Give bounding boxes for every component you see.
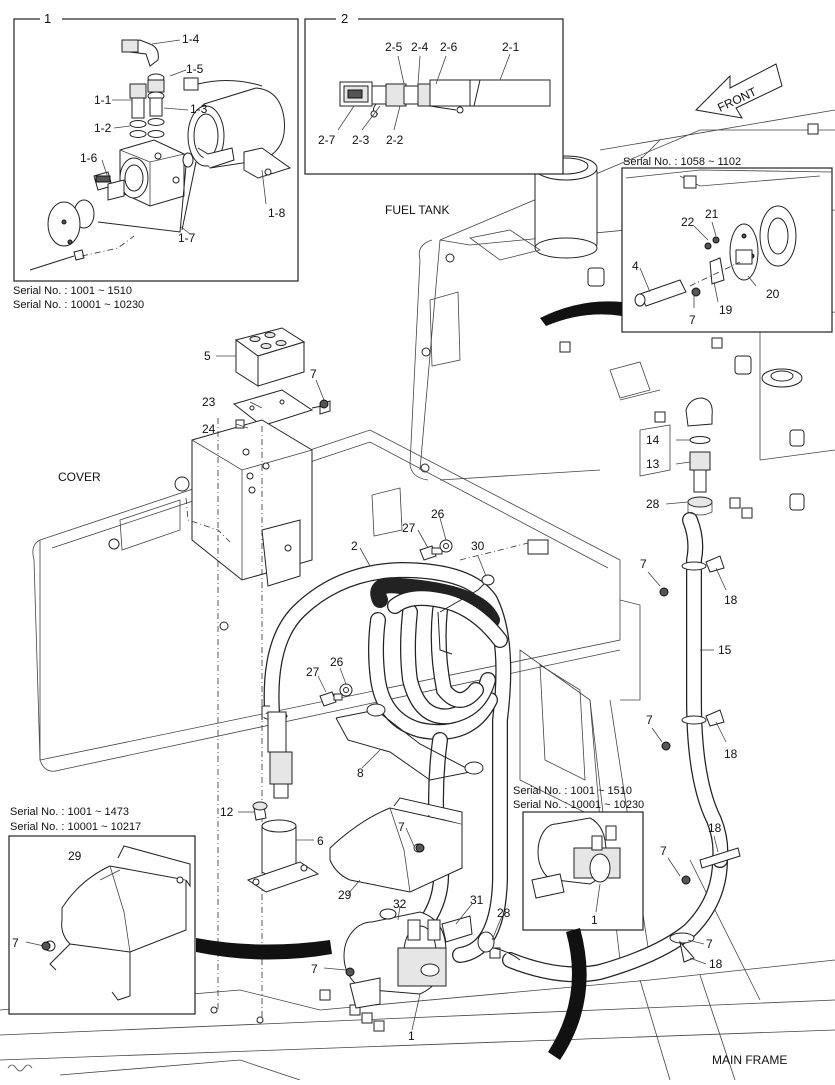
inset-cover-parts (44, 845, 191, 1001)
label-28a: 28 (646, 497, 660, 511)
label-1-6: 1-6 (80, 151, 98, 165)
label-26b: 26 (330, 655, 344, 669)
label-2-1: 2-1 (502, 40, 520, 54)
label-23: 23 (202, 395, 216, 409)
bolts-27-26 (319, 539, 453, 707)
main-frame-label: MAIN FRAME (712, 1053, 787, 1067)
label-18b: 18 (724, 747, 738, 761)
label-1-1: 1-1 (94, 93, 112, 107)
label-5: 5 (204, 349, 211, 363)
inset-cover-labels: Serial No. : 1001 ~ 1473 Serial No. : 10… (10, 806, 141, 950)
label-1-2: 1-2 (94, 121, 112, 135)
label-13: 13 (646, 457, 660, 471)
label-1-3: 1-3 (190, 102, 208, 116)
label-2-3: 2-3 (352, 133, 370, 147)
label-20: 20 (766, 287, 780, 301)
front-arrow-icon (694, 63, 783, 119)
fuel-filter-6 (246, 711, 320, 893)
label-7d: 7 (640, 557, 647, 571)
leader-lines (25, 39, 757, 1031)
label-7-inset: 7 (12, 936, 19, 950)
inset2-labels: 2 2-5 2-4 2-6 2-1 2-7 2-3 2-2 (318, 11, 520, 147)
label-7a: 7 (310, 367, 317, 381)
label-2-2: 2-2 (386, 133, 404, 147)
label-7-tank: 7 (689, 313, 696, 327)
label-2-5: 2-5 (385, 40, 403, 54)
tank-outlet-fittings (685, 397, 713, 516)
label-14: 14 (646, 433, 660, 447)
inset2-title: 2 (341, 11, 348, 26)
label-19: 19 (719, 303, 733, 317)
inset1-serial-2: Serial No. : 10001 ~ 10230 (13, 299, 144, 311)
inset-tank-labels: Serial No. : 1058 ~ 1102 22 21 4 20 7 19 (623, 156, 780, 327)
label-2-7: 2-7 (318, 133, 336, 147)
label-32: 32 (393, 897, 407, 911)
label-1-4: 1-4 (182, 32, 200, 46)
inset-pump-labels: Serial No. : 1001 ~ 1510 Serial No. : 10… (513, 785, 644, 927)
label-1: 1 (408, 1029, 415, 1043)
label-2-6: 2-6 (440, 40, 458, 54)
label-1-inset: 1 (591, 913, 598, 927)
cover-label: COVER (58, 470, 101, 484)
label-18d: 18 (709, 957, 723, 971)
label-1-7: 1-7 (178, 231, 196, 245)
filter-bracket-assembly (174, 327, 331, 1024)
inset1-labels: 1 1-4 1-5 1-1 1-3 1-2 1-6 1-8 1-7 Serial… (13, 11, 286, 311)
label-29-inset: 29 (68, 849, 82, 863)
inset2-hose-exploded (339, 79, 551, 118)
inset1-serial-1: Serial No. : 1001 ~ 1510 (13, 285, 132, 297)
label-28b: 28 (497, 906, 511, 920)
label-2: 2 (351, 539, 358, 553)
label-7g: 7 (706, 937, 713, 951)
label-2-4: 2-4 (411, 40, 429, 54)
label-27a: 27 (402, 521, 416, 535)
label-8: 8 (357, 766, 364, 780)
label-18c: 18 (708, 821, 722, 835)
fuel-tank-label: FUEL TANK (385, 203, 449, 217)
main-frame (0, 699, 835, 1081)
callout-arrows (196, 301, 622, 1060)
label-24: 24 (202, 422, 216, 436)
label-29: 29 (338, 888, 352, 902)
pump-inset-serial-1: Serial No. : 1001 ~ 1510 (513, 785, 632, 797)
hose-bracket-8 (335, 539, 549, 781)
label-15: 15 (718, 643, 732, 657)
part-number-labels: 5 7 23 24 2 27 26 30 27 26 8 12 6 7 29 3… (202, 349, 738, 1043)
cover-panel (32, 429, 641, 821)
tank-inset-serial: Serial No. : 1058 ~ 1102 (623, 156, 741, 168)
label-7e: 7 (646, 713, 653, 727)
inset-tank-frame (621, 167, 833, 333)
label-12: 12 (220, 805, 234, 819)
label-31: 31 (470, 893, 484, 907)
inset-tank-parts (625, 169, 833, 307)
label-4: 4 (632, 259, 639, 273)
label-22: 22 (681, 215, 695, 229)
label-6: 6 (317, 834, 324, 848)
pump-inset-serial-2: Serial No. : 10001 ~ 10230 (513, 799, 644, 811)
label-27b: 27 (306, 665, 320, 679)
fuel-pump-1 (343, 908, 521, 1009)
inset1-title: 1 (44, 11, 51, 26)
label-7c: 7 (311, 962, 318, 976)
label-30: 30 (471, 539, 485, 553)
cover-inset-serial-2: Serial No. : 10001 ~ 10217 (10, 821, 141, 833)
label-7b: 7 (398, 820, 405, 834)
inset1-pump-exploded (29, 39, 292, 271)
label-26a: 26 (431, 507, 445, 521)
inset-pump-parts (531, 817, 621, 899)
label-21: 21 (705, 207, 719, 221)
label-7f: 7 (660, 844, 667, 858)
hardware-bolts (41, 399, 691, 977)
cover-inset-serial-1: Serial No. : 1001 ~ 1473 (10, 806, 129, 818)
label-18a: 18 (724, 593, 738, 607)
fuel-hoses (263, 512, 729, 983)
label-1-5: 1-5 (186, 62, 204, 76)
label-1-8: 1-8 (268, 206, 286, 220)
